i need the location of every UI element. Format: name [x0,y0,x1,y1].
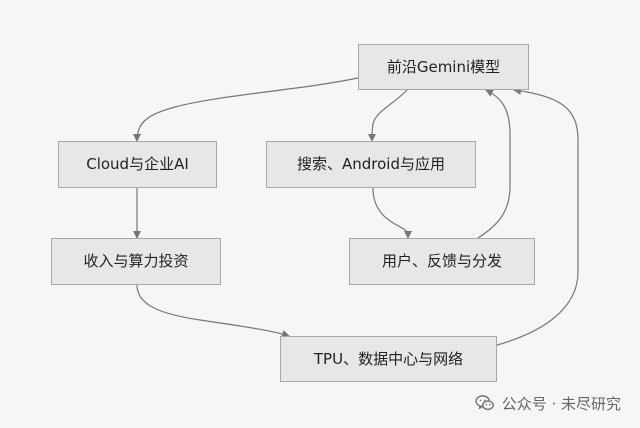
node-search-label: 搜索、Android与应用 [297,155,445,173]
node-tpu-label: TPU、数据中心与网络 [313,349,464,368]
watermark-text: 公众号 · 未尽研究 [501,394,621,413]
node-revenue-compute: 收入与算力投资 [51,238,221,285]
edge-tpu-to-frontier [496,86,579,346]
watermark: 公众号 · 未尽研究 [474,392,621,414]
node-users-feedback: 用户、反馈与分发 [349,238,535,285]
edge-frontier-to-cloud [133,77,359,142]
node-users-label: 用户、反馈与分发 [381,252,502,270]
edge-revenue-to-tpu [136,284,290,338]
edge-frontier-to-search [368,89,408,142]
edge-search-to-users [372,187,412,239]
node-frontier-gemini: 前沿Gemini模型 [358,44,529,90]
node-frontier-label: 前沿Gemini模型 [386,57,501,76]
node-revenue-label: 收入与算力投资 [83,252,189,270]
edge-users-to-frontier [477,89,511,239]
wechat-icon [475,395,494,411]
node-search-android-apps: 搜索、Android与应用 [266,141,476,188]
node-cloud-enterprise-ai: Cloud与企业AI [58,141,217,188]
node-tpu-datacenter: TPU、数据中心与网络 [280,336,497,382]
node-cloud-label: Cloud与企业AI [86,155,189,173]
